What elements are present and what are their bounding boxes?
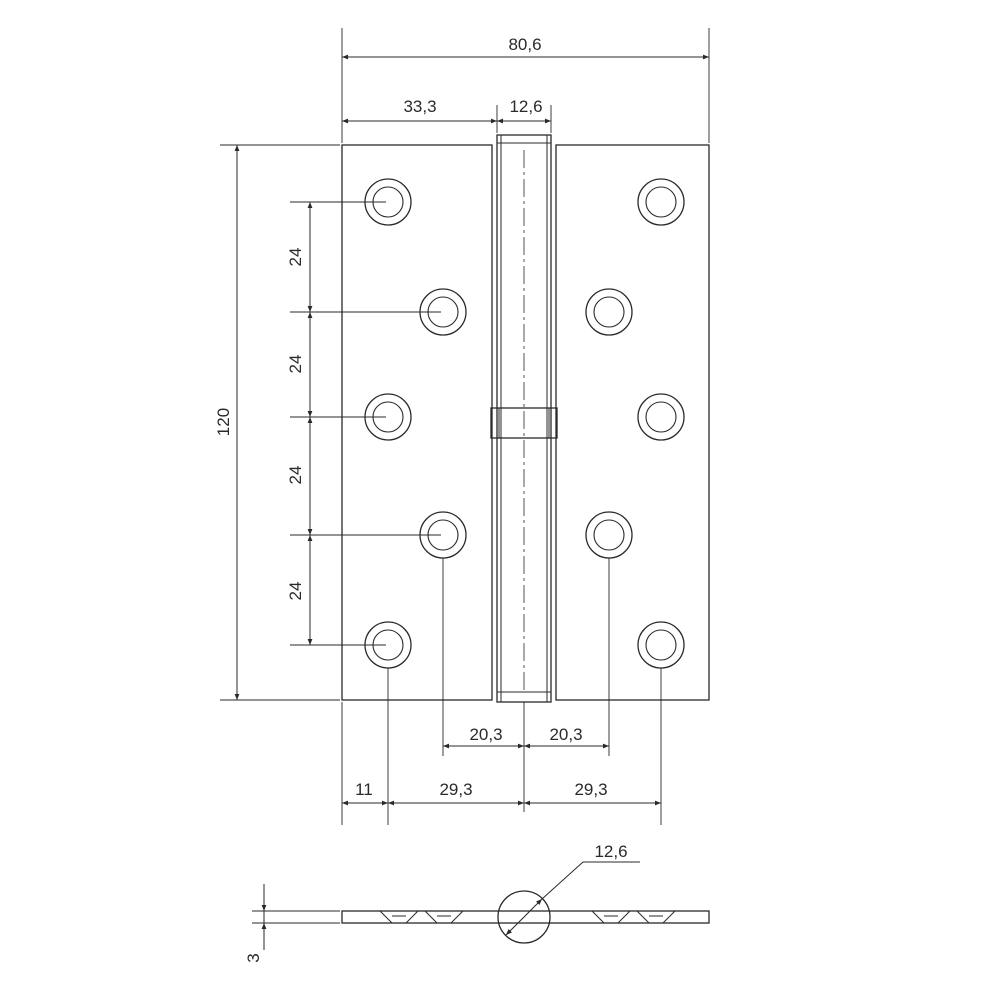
dim-pin-diameter: 12,6 [594,842,627,861]
right-leaf [555,144,710,701]
dim-pitch-4: 24 [286,582,305,601]
dim-inner-left: 20,3 [469,725,502,744]
side-plate [341,910,710,924]
dim-thickness: 3 [244,953,263,962]
dim-line-pin-diameter [505,898,543,936]
bottom-dimensions: 20,3 20,3 11 29,3 29,3 [341,558,662,825]
dim-knuckle-width: 12,6 [509,97,542,116]
dim-overall-width: 80,6 [508,35,541,54]
dim-outer-right: 29,3 [574,780,607,799]
dim-inner-right: 20,3 [549,725,582,744]
left-leaf [341,144,493,701]
hinge-front-view [341,134,710,703]
countersink [424,910,464,924]
left-holes [364,178,467,669]
countersink [379,910,419,924]
countersink [591,910,631,924]
countersink [636,910,676,924]
dim-pitch-1: 24 [286,248,305,267]
dim-edge-offset: 11 [355,780,373,799]
dim-leaf-to-knuckle: 33,3 [403,97,436,116]
right-holes [585,178,685,669]
hinge-side-view: 12,6 3 [244,842,710,963]
dim-pitch-3: 24 [286,466,305,485]
dim-outer-left: 29,3 [439,780,472,799]
knuckle-section [497,890,551,944]
top-dimensions: 80,6 33,3 12,6 [341,28,710,143]
dim-height: 120 [214,408,233,436]
dim-pitch-2: 24 [286,355,305,374]
left-dimensions: 120 24 24 24 24 [214,144,441,701]
knuckle-ring [490,407,558,439]
